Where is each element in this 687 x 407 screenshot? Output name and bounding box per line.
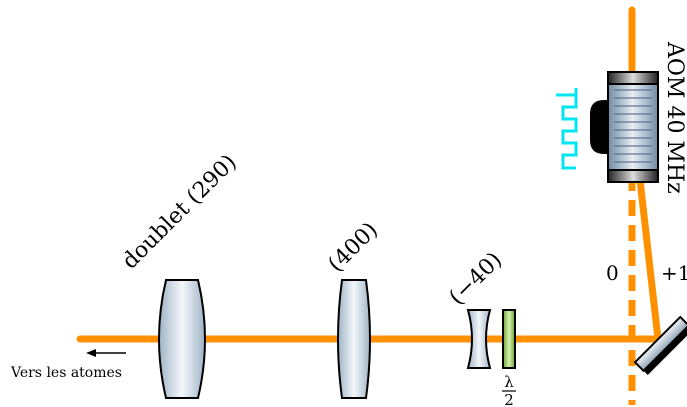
aom-label: AOM 40 MHz [662,41,687,194]
lens-neg40-label: (−40) [445,248,508,311]
half-wave-numerator: λ [504,373,514,391]
vers-les-atomes-label: Vers les atomes [10,365,122,381]
aom-crystal [607,83,659,171]
lens-neg40 [466,309,492,369]
lens-400 [337,279,371,399]
half-wave-plate [502,309,516,369]
mirror [633,315,687,375]
arrow-left-icon [86,349,126,357]
order-plus1-label: +1 [661,261,687,285]
order-0-label: 0 [606,261,619,285]
square-wave-icon [556,93,578,170]
aom [590,71,659,183]
half-wave-denominator: 2 [504,391,514,407]
doublet-label: doublet (290) [118,150,242,274]
doublet-lens [158,279,206,399]
aom-cap-bottom [607,169,659,183]
order-plus1-beam [636,176,662,343]
aom-cap-top [607,71,659,85]
lens-400-label: (400) [324,218,384,278]
